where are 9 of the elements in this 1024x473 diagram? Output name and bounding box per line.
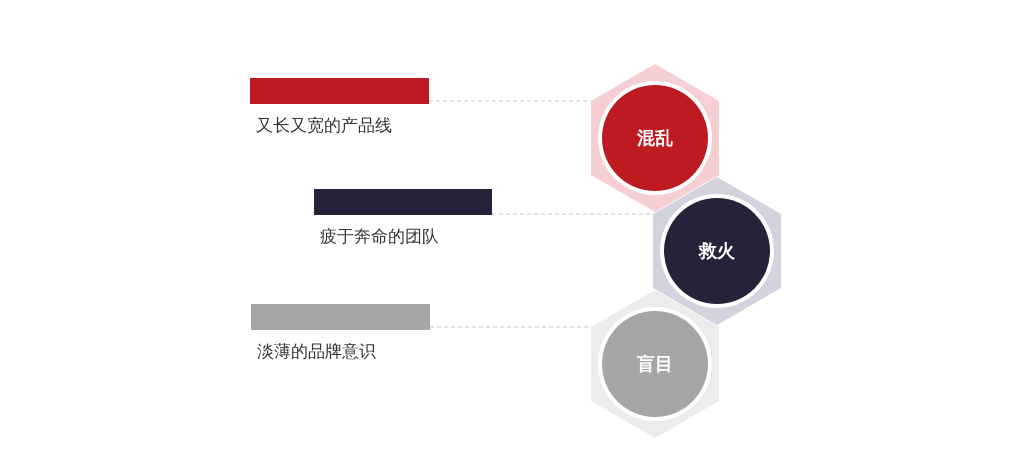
hexagon-badge — [591, 290, 719, 438]
hexagon-badge — [591, 64, 719, 212]
hexagon-badge — [653, 177, 781, 325]
badge-label: 混乱 — [637, 126, 673, 150]
badge-label: 救火 — [699, 239, 735, 263]
item-label: 又长又宽的产品线 — [256, 114, 393, 136]
item-label: 疲于奔命的团队 — [320, 225, 440, 247]
badge-label: 盲目 — [637, 352, 673, 376]
item-label: 淡薄的品牌意识 — [257, 340, 377, 362]
